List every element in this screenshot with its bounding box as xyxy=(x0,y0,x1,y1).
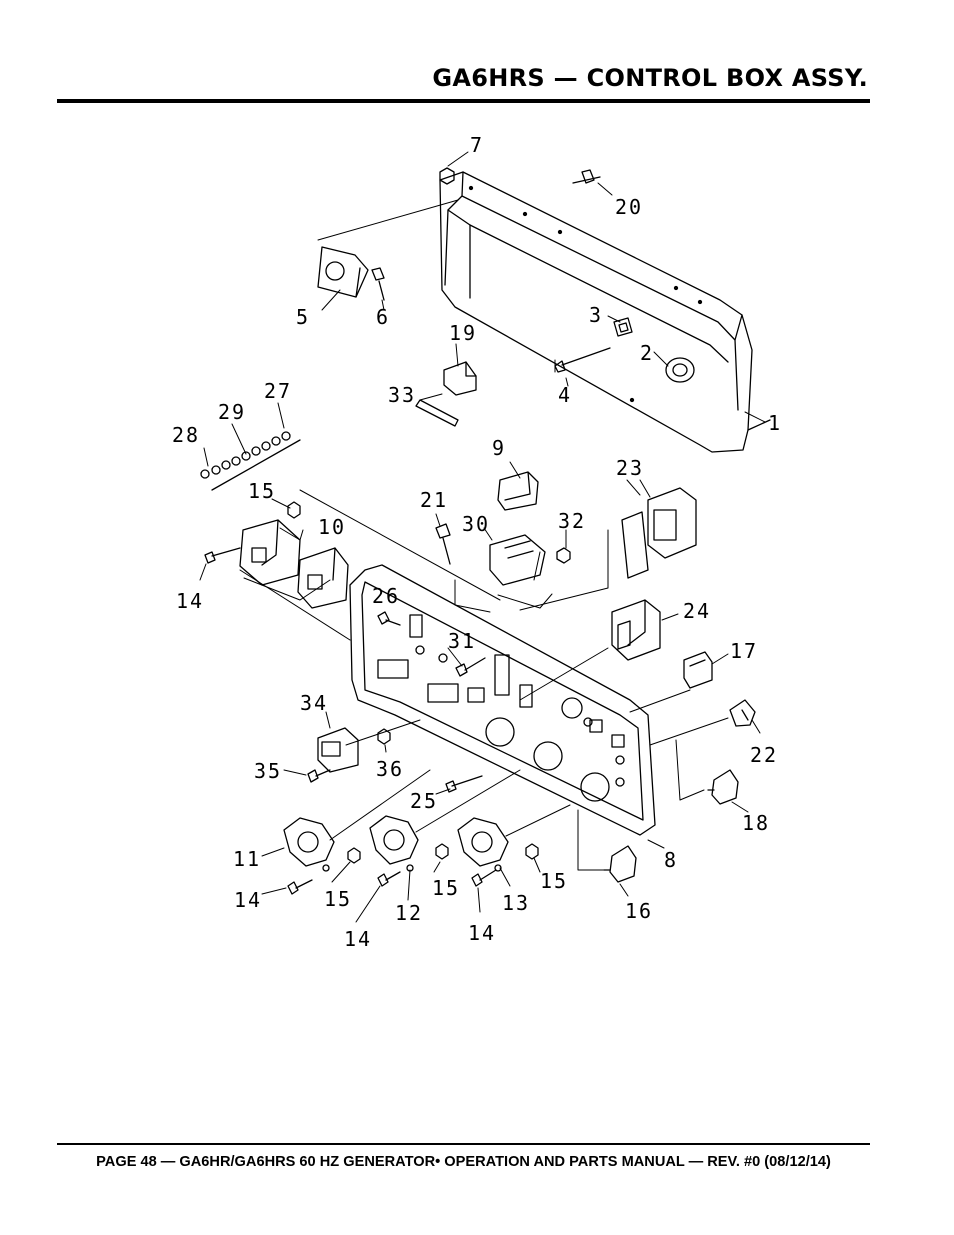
callout-24: 24 xyxy=(683,599,711,623)
hour-meter-34 xyxy=(317,727,359,773)
grommet xyxy=(665,357,695,383)
lamp-22 xyxy=(729,699,756,727)
screw-6 xyxy=(371,267,385,301)
callout-12: 12 xyxy=(395,901,423,925)
callout-13: 13 xyxy=(502,891,530,915)
screw-35 xyxy=(307,769,331,783)
screw-4 xyxy=(554,347,611,373)
callout-30: 30 xyxy=(462,512,490,536)
receptacles-10 xyxy=(239,519,349,609)
callout-18: 18 xyxy=(742,811,770,835)
callout-5: 5 xyxy=(296,305,310,329)
callout-8: 8 xyxy=(664,848,678,872)
screw-14-lower-c xyxy=(471,869,497,887)
nut-15-lower-b xyxy=(435,843,449,860)
callout-labels: 7 20 5 6 19 3 2 4 33 1 27 29 28 9 23 15 … xyxy=(172,133,782,951)
pin-33 xyxy=(415,399,459,427)
footer-rule xyxy=(57,1143,870,1145)
callout-14-c: 14 xyxy=(344,927,372,951)
callout-15: 15 xyxy=(248,479,276,503)
screw-26 xyxy=(377,611,401,626)
callout-34: 34 xyxy=(300,691,328,715)
knob-9 xyxy=(497,471,539,511)
callout-10: 10 xyxy=(318,515,346,539)
callout-2: 2 xyxy=(640,341,654,365)
leader-lines xyxy=(199,151,766,923)
receptacle-12 xyxy=(369,815,419,872)
screw-31 xyxy=(455,657,486,677)
callout-3: 3 xyxy=(589,303,603,327)
callout-15-c: 15 xyxy=(432,876,460,900)
callout-14-b: 14 xyxy=(234,888,262,912)
bolt-20 xyxy=(572,169,601,184)
callout-14-d: 14 xyxy=(468,921,496,945)
page-footer: PAGE 48 — GA6HR/GA6HRS 60 HZ GENERATOR• … xyxy=(96,1154,831,1170)
callout-7: 7 xyxy=(470,133,484,157)
callout-29: 29 xyxy=(218,400,246,424)
breaker-24 xyxy=(611,599,661,661)
callout-22: 22 xyxy=(750,743,778,767)
callout-15-d: 15 xyxy=(540,869,568,893)
callout-28: 28 xyxy=(172,423,200,447)
control-box-housing xyxy=(439,171,771,453)
callout-16: 16 xyxy=(625,899,653,923)
cover-plate xyxy=(317,246,369,298)
screw-14-lower-b xyxy=(377,871,401,887)
page-title: GA6HRS — CONTROL BOX ASSY. xyxy=(432,64,868,92)
toggle-16 xyxy=(603,845,637,883)
callout-35: 35 xyxy=(254,759,282,783)
callout-26: 26 xyxy=(372,584,400,608)
callout-36: 36 xyxy=(376,757,404,781)
receptacle-11 xyxy=(283,817,335,872)
connector-19 xyxy=(443,361,477,396)
callout-17: 17 xyxy=(730,639,758,663)
receptacle-13 xyxy=(457,817,509,872)
meter-23 xyxy=(621,487,697,579)
callout-33: 33 xyxy=(388,383,416,407)
callout-23: 23 xyxy=(616,456,644,480)
nut-7 xyxy=(439,167,455,185)
screw-14-lower-a xyxy=(287,879,313,895)
front-panel xyxy=(349,564,656,836)
callout-1: 1 xyxy=(768,411,782,435)
nut-36 xyxy=(377,728,391,745)
nut-15-lower-c xyxy=(525,843,539,860)
callout-21: 21 xyxy=(420,488,448,512)
callout-31: 31 xyxy=(448,629,476,653)
callout-27: 27 xyxy=(264,379,292,403)
callout-14: 14 xyxy=(176,589,204,613)
callout-19: 19 xyxy=(449,321,477,345)
terminal-block-30 xyxy=(489,534,546,586)
callout-32: 32 xyxy=(558,509,586,533)
callout-9: 9 xyxy=(492,436,506,460)
toggle-18 xyxy=(707,769,739,805)
callout-15-b: 15 xyxy=(324,887,352,911)
washer-stack xyxy=(200,431,301,491)
callout-20: 20 xyxy=(615,195,643,219)
screw-14 xyxy=(204,547,241,564)
nut-15-lower-a xyxy=(347,847,361,864)
nut-15 xyxy=(287,501,301,519)
callout-25: 25 xyxy=(410,789,438,813)
callout-6: 6 xyxy=(376,305,390,329)
bolt-21 xyxy=(435,523,451,565)
callout-11: 11 xyxy=(233,847,261,871)
callout-4: 4 xyxy=(558,383,572,407)
nut-32 xyxy=(556,547,571,564)
header-rule xyxy=(57,99,870,103)
bushing-plate xyxy=(613,317,633,337)
switch-17 xyxy=(683,651,713,689)
bolt-25 xyxy=(445,775,483,793)
